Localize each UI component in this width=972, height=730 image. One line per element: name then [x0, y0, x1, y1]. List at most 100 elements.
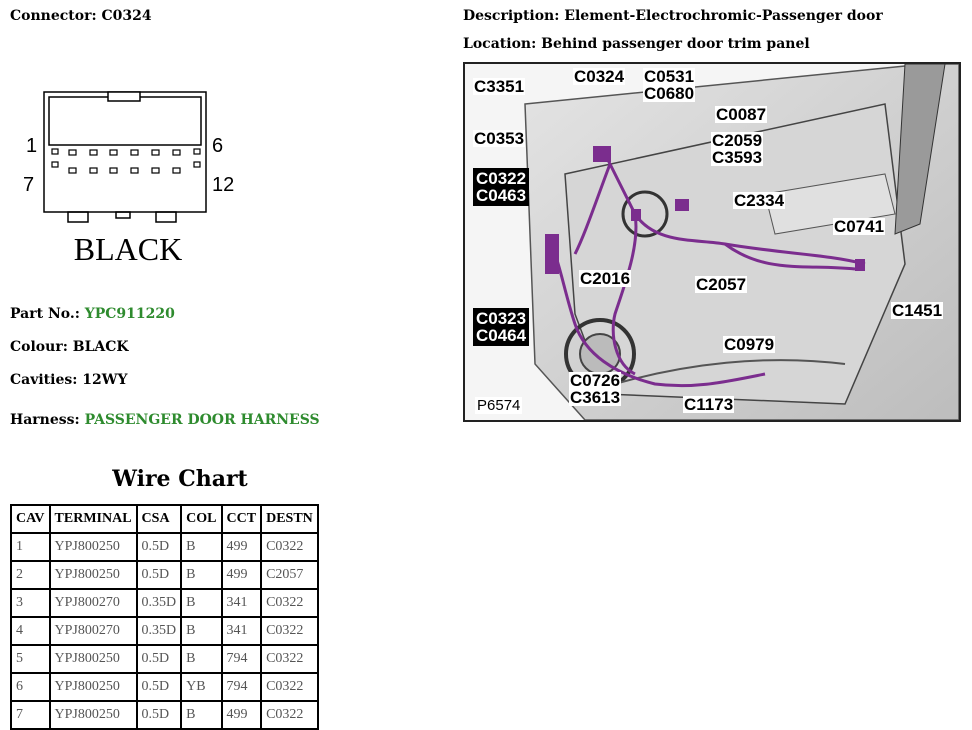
- callout-c2059: C2059 C3593: [711, 131, 764, 167]
- harness-label: Harness:: [10, 412, 80, 428]
- location-value: Behind passenger door trim panel: [541, 36, 810, 52]
- cell-cct: 499: [220, 532, 263, 562]
- callout-c2334: C2334: [733, 191, 786, 210]
- cell-csa: 0.5D: [135, 672, 183, 702]
- cell-cav: 7: [10, 700, 51, 730]
- cell-cav: 5: [10, 644, 51, 674]
- cell-cav: 3: [10, 588, 51, 618]
- cavities-line: Cavities: 12WY: [10, 372, 128, 388]
- harness-value: PASSENGER DOOR HARNESS: [84, 412, 320, 428]
- connector-face-diagram: 1 6 7 12 BLACK: [23, 91, 234, 267]
- callout-c0741: C0741: [833, 217, 886, 236]
- header-terminal: TERMINAL: [48, 504, 138, 534]
- connector-colour-label: BLACK: [74, 231, 182, 267]
- door-illustration: [465, 64, 959, 420]
- colour-value: BLACK: [72, 339, 129, 355]
- cell-destn: C0322: [260, 672, 319, 702]
- description-label: Description:: [463, 8, 560, 24]
- pin-label-7: 7: [23, 174, 34, 196]
- pin-label-1: 1: [26, 135, 37, 157]
- callout-c0323: C0323 C0464: [473, 308, 530, 346]
- cell-col: B: [180, 616, 223, 646]
- callout-c1173: C1173: [683, 395, 735, 414]
- cell-cav: 1: [10, 532, 51, 562]
- cell-terminal: YPJ800270: [48, 616, 138, 646]
- callout-c0726: C0726 C3613: [569, 371, 622, 407]
- connector-value: C0324: [101, 8, 152, 24]
- cell-cct: 341: [220, 616, 263, 646]
- cell-destn: C0322: [260, 532, 319, 562]
- wire-chart-header-row: CAV TERMINAL CSA COL CCT DESTN: [10, 504, 319, 534]
- cell-terminal: YPJ800250: [48, 672, 138, 702]
- header-csa: CSA: [135, 504, 183, 534]
- cell-col: YB: [180, 672, 223, 702]
- cell-cct: 341: [220, 588, 263, 618]
- callout-c2016: C2016: [579, 269, 632, 288]
- header-cct: CCT: [220, 504, 263, 534]
- header-destn: DESTN: [260, 504, 319, 534]
- description-value: Element-Electrochromic-Passenger door: [564, 8, 883, 24]
- cell-destn: C0322: [260, 644, 319, 674]
- cell-destn: C2057: [260, 560, 319, 590]
- cell-terminal: YPJ800250: [48, 532, 138, 562]
- cell-csa: 0.35D: [135, 616, 183, 646]
- cell-cct: 499: [220, 560, 263, 590]
- connector-heading: Connector: C0324: [10, 8, 152, 24]
- header-col: COL: [180, 504, 223, 534]
- cavities-label: Cavities:: [10, 372, 78, 388]
- callout-c0531: C0531 C0680: [643, 67, 696, 103]
- cell-csa: 0.35D: [135, 588, 183, 618]
- pin-label-12: 12: [212, 174, 234, 196]
- cell-col: B: [180, 700, 223, 730]
- location-label: Location:: [463, 36, 537, 52]
- colour-line: Colour: BLACK: [10, 339, 129, 355]
- cell-cct: 794: [220, 644, 263, 674]
- location-heading: Location: Behind passenger door trim pan…: [463, 36, 810, 52]
- callout-c0322: C0322 C0463: [473, 168, 530, 206]
- cell-terminal: YPJ800250: [48, 700, 138, 730]
- cell-cav: 2: [10, 560, 51, 590]
- cell-col: B: [180, 588, 223, 618]
- cell-destn: C0322: [260, 616, 319, 646]
- callout-c0353: C0353: [473, 129, 526, 148]
- cell-csa: 0.5D: [135, 532, 183, 562]
- cell-cav: 6: [10, 672, 51, 702]
- cell-terminal: YPJ800250: [48, 644, 138, 674]
- callout-c0087: C0087: [715, 105, 768, 124]
- part-number-line: Part No.: YPC911220: [10, 306, 175, 322]
- cell-csa: 0.5D: [135, 644, 183, 674]
- cell-terminal: YPJ800250: [48, 560, 138, 590]
- cell-csa: 0.5D: [135, 560, 183, 590]
- cell-destn: C0322: [260, 700, 319, 730]
- callout-c0979: C0979: [723, 335, 776, 354]
- cell-destn: C0322: [260, 588, 319, 618]
- cell-col: B: [180, 644, 223, 674]
- cell-cct: 794: [220, 672, 263, 702]
- pin-label-6: 6: [212, 135, 223, 157]
- cell-col: B: [180, 560, 223, 590]
- cell-csa: 0.5D: [135, 700, 183, 730]
- connector-label: Connector:: [10, 8, 97, 24]
- callout-c2057: C2057: [695, 275, 748, 294]
- cell-terminal: YPJ800270: [48, 588, 138, 618]
- cell-cct: 499: [220, 700, 263, 730]
- wire-chart-title: Wire Chart: [112, 466, 248, 492]
- part-number-value: YPC911220: [84, 306, 175, 322]
- part-number-label: Part No.:: [10, 306, 80, 322]
- colour-label: Colour:: [10, 339, 68, 355]
- callout-c0324: C0324: [573, 67, 626, 86]
- description-heading: Description: Element-Electrochromic-Pass…: [463, 8, 883, 24]
- cavities-value: 12WY: [82, 372, 128, 388]
- photo-reference-id: P6574: [475, 397, 523, 414]
- callout-c1451: C1451: [891, 301, 944, 320]
- header-cav: CAV: [10, 504, 51, 534]
